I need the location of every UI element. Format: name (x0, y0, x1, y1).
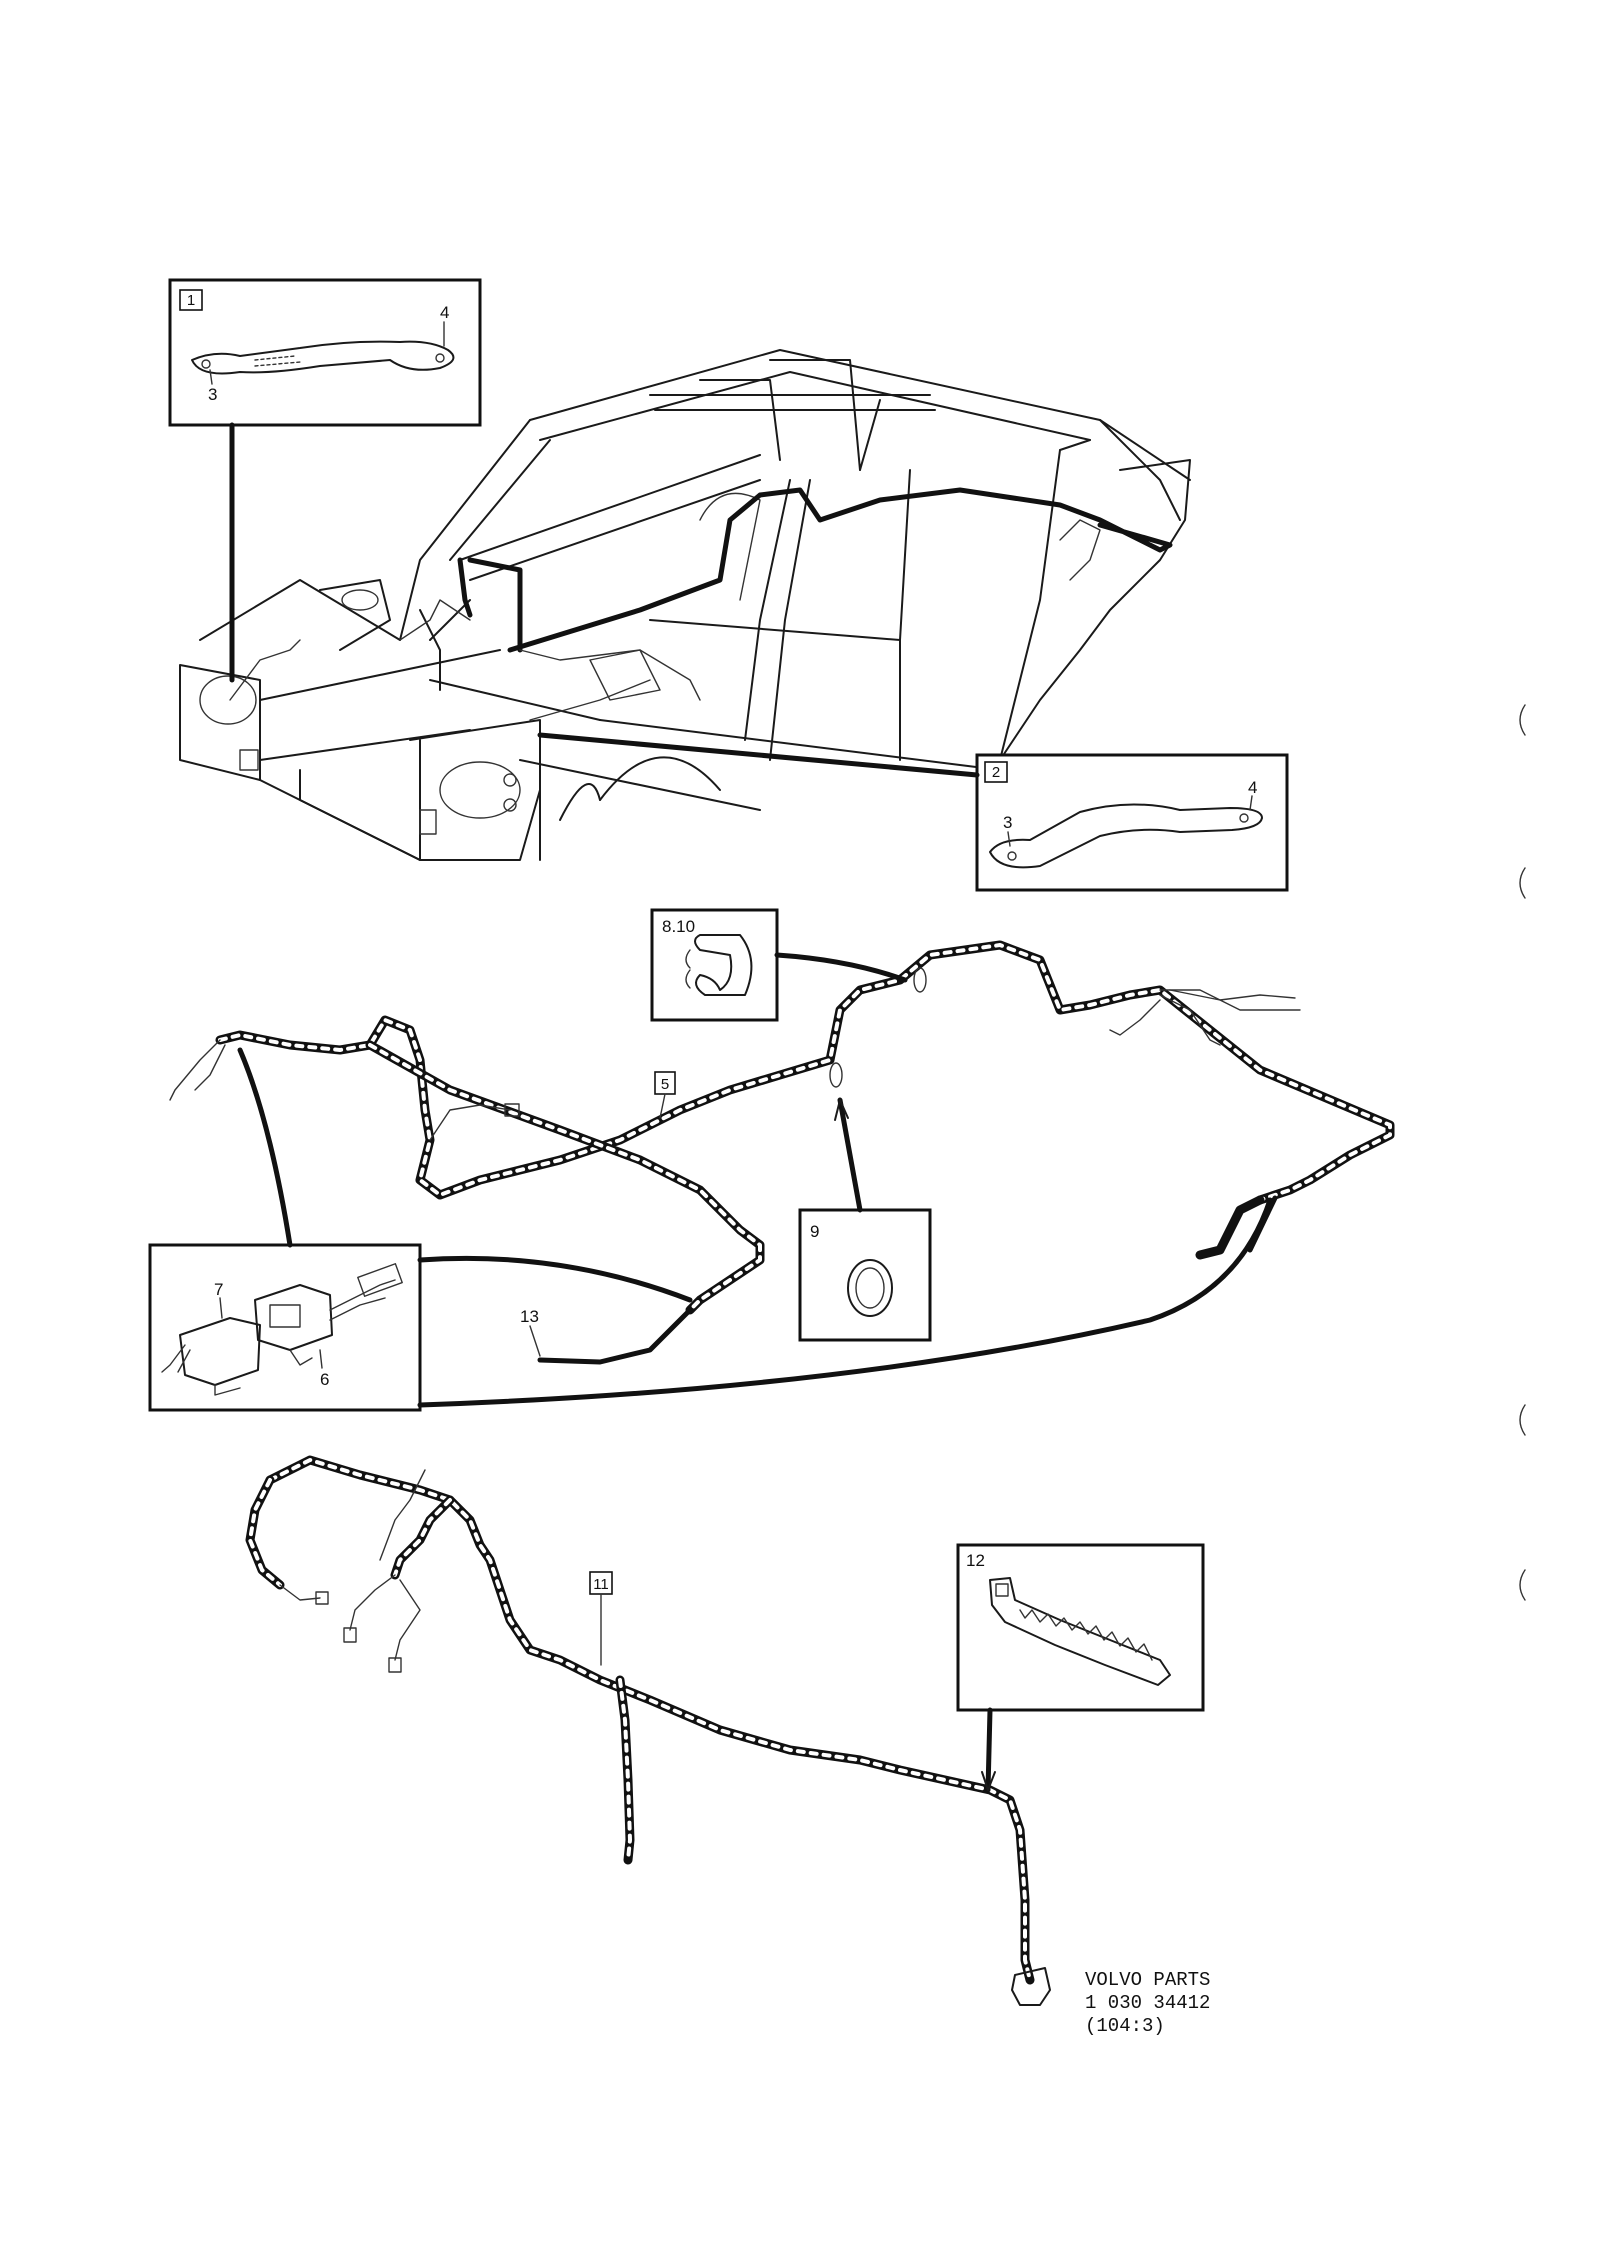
leader-box-12 (985, 1707, 993, 1793)
leader-connector-2 (417, 1255, 693, 1303)
callout-11: 11 (593, 1576, 609, 1593)
detail-box-connector: 7 6 (148, 1243, 422, 1412)
callout-9: 9 (810, 1222, 819, 1241)
callout-2-id: 2 (992, 764, 1000, 781)
detail-box-1: 1 4 3 (168, 278, 482, 427)
leader-9 (837, 1097, 863, 1213)
harness-5 (169, 940, 1395, 1365)
connector-7-icon (179, 1317, 261, 1386)
harness-11 (245, 1455, 1051, 2006)
detail-box-12: 12 (956, 1543, 1205, 1712)
callout-8-10: 8.10 (662, 917, 695, 936)
callout-2-b: 4 (1248, 778, 1257, 797)
leader-box-2 (537, 732, 980, 778)
leader-harness-arrow (1247, 1195, 1278, 1253)
callout-1-b: 3 (208, 385, 217, 404)
cable-tie-icon (989, 1577, 1171, 1686)
callout-1-id: 1 (187, 292, 195, 309)
margin-marks (1519, 704, 1526, 1601)
callout-2-a: 3 (1003, 813, 1012, 832)
callout-13: 13 (520, 1307, 539, 1326)
detail-box-2: 2 3 4 (975, 753, 1289, 892)
stamp-line-1: VOLVO PARTS (1085, 1969, 1210, 1991)
stamp-line-2: 1 030 34412 (1085, 1992, 1210, 2014)
detail-box-8-10: 8.10 (650, 908, 779, 1022)
body-harness-route (229, 487, 1173, 721)
connector-6-icon (254, 1284, 333, 1351)
ground-strap-1 (191, 340, 455, 375)
detail-box-9: 9 (798, 1208, 932, 1342)
leader-connector-3 (417, 1197, 1273, 1408)
callout-12: 12 (966, 1551, 985, 1570)
callout-5: 5 (661, 1076, 669, 1093)
ground-strap-2 (989, 803, 1263, 869)
callout-1-a: 4 (440, 303, 449, 322)
callout-7: 7 (214, 1280, 223, 1299)
end-connector-11 (1011, 1967, 1051, 2006)
leader-connector (237, 1047, 293, 1248)
stamp-line-3: (104:3) (1085, 2015, 1165, 2037)
callout-6: 6 (320, 1370, 329, 1389)
grommet-ring (847, 1259, 893, 1317)
parts-stamp: VOLVO PARTS 1 030 34412 (104:3) (1085, 1969, 1210, 2037)
clip-icon (694, 934, 753, 996)
leader-8-10 (774, 952, 908, 983)
